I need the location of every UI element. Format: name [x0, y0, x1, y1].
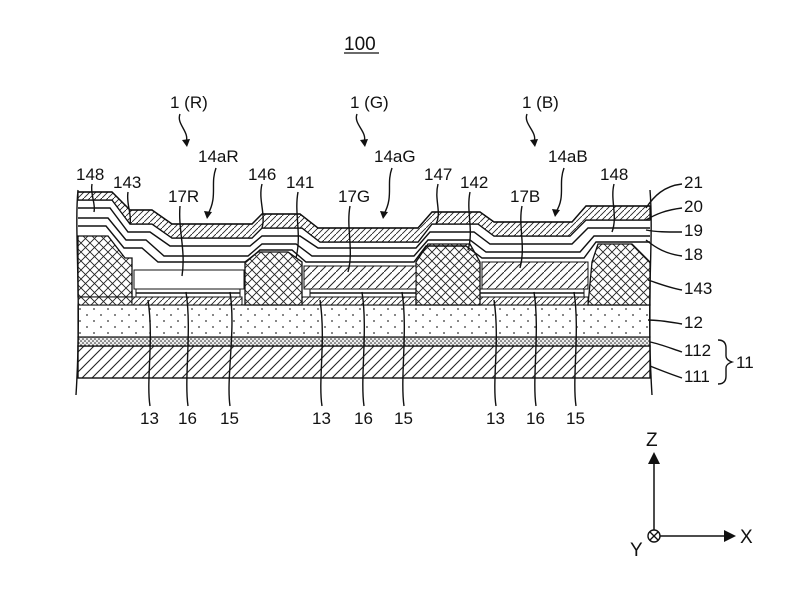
figure-title: 100: [344, 34, 376, 55]
leader-pixel-g: [356, 114, 364, 142]
label-112: 112: [684, 341, 711, 360]
label-148-left: 148: [76, 165, 104, 184]
label-17R: 17R: [168, 187, 199, 206]
label-19: 19: [684, 221, 703, 240]
label-111: 111: [684, 367, 710, 386]
label-pixel-g: 1 (G): [350, 93, 389, 112]
label-17G: 17G: [338, 187, 370, 206]
arrowhead: [380, 211, 388, 219]
leader-pixel-r: [179, 114, 186, 142]
label-13: 13: [140, 409, 159, 428]
label-13: 13: [486, 409, 505, 428]
leader-pixel-b: [526, 114, 534, 142]
axis-label-x: X: [740, 527, 753, 548]
arrowhead: [182, 139, 190, 147]
label-16: 16: [354, 409, 373, 428]
label-141: 141: [286, 173, 314, 192]
left-break-edge: [76, 190, 78, 395]
leader-14aG: [384, 168, 392, 214]
right-break-edge: [650, 190, 652, 395]
label-15: 15: [394, 409, 413, 428]
x-axis-arrow-icon: [724, 530, 736, 542]
label-11: 11: [736, 353, 754, 372]
leader-12: [648, 320, 682, 324]
label-14aG: 14aG: [374, 147, 416, 166]
leader-143-right: [648, 280, 682, 290]
label-pixel-b: 1 (B): [522, 93, 559, 112]
label-18: 18: [684, 245, 703, 264]
axis-label-y: Y: [630, 540, 643, 561]
label-13: 13: [312, 409, 331, 428]
leader-14aR: [208, 168, 216, 214]
arrowhead: [530, 139, 538, 147]
leader-17R: [180, 206, 183, 276]
leader-14aB: [556, 168, 564, 212]
label-148-right: 148: [600, 165, 628, 184]
arrowhead: [552, 209, 560, 217]
label-147: 147: [424, 165, 452, 184]
label-17B: 17B: [510, 187, 540, 206]
brace-11: [718, 340, 732, 384]
label-21: 21: [684, 173, 703, 192]
leader-112: [650, 342, 682, 352]
label-16: 16: [178, 409, 197, 428]
label-146: 146: [248, 165, 276, 184]
label-16: 16: [526, 409, 545, 428]
label-142: 142: [460, 173, 488, 192]
label-pixel-r: 1 (R): [170, 93, 208, 112]
label-15: 15: [566, 409, 585, 428]
axis-label-z: Z: [646, 430, 658, 451]
axis-indicator: Z X Y: [630, 430, 753, 561]
arrowhead: [204, 211, 212, 219]
electrode-13-group: [132, 297, 588, 305]
label-20: 20: [684, 197, 703, 216]
label-143-top: 143: [113, 173, 141, 192]
label-14aB: 14aB: [548, 147, 588, 166]
label-15: 15: [220, 409, 239, 428]
label-143-right: 143: [684, 279, 712, 298]
electrode-15-16-group: [136, 289, 584, 297]
arrowhead: [360, 139, 368, 147]
leader-111: [650, 366, 682, 378]
label-12: 12: [684, 313, 703, 332]
label-14aR: 14aR: [198, 147, 239, 166]
z-axis-arrow-icon: [648, 452, 660, 464]
